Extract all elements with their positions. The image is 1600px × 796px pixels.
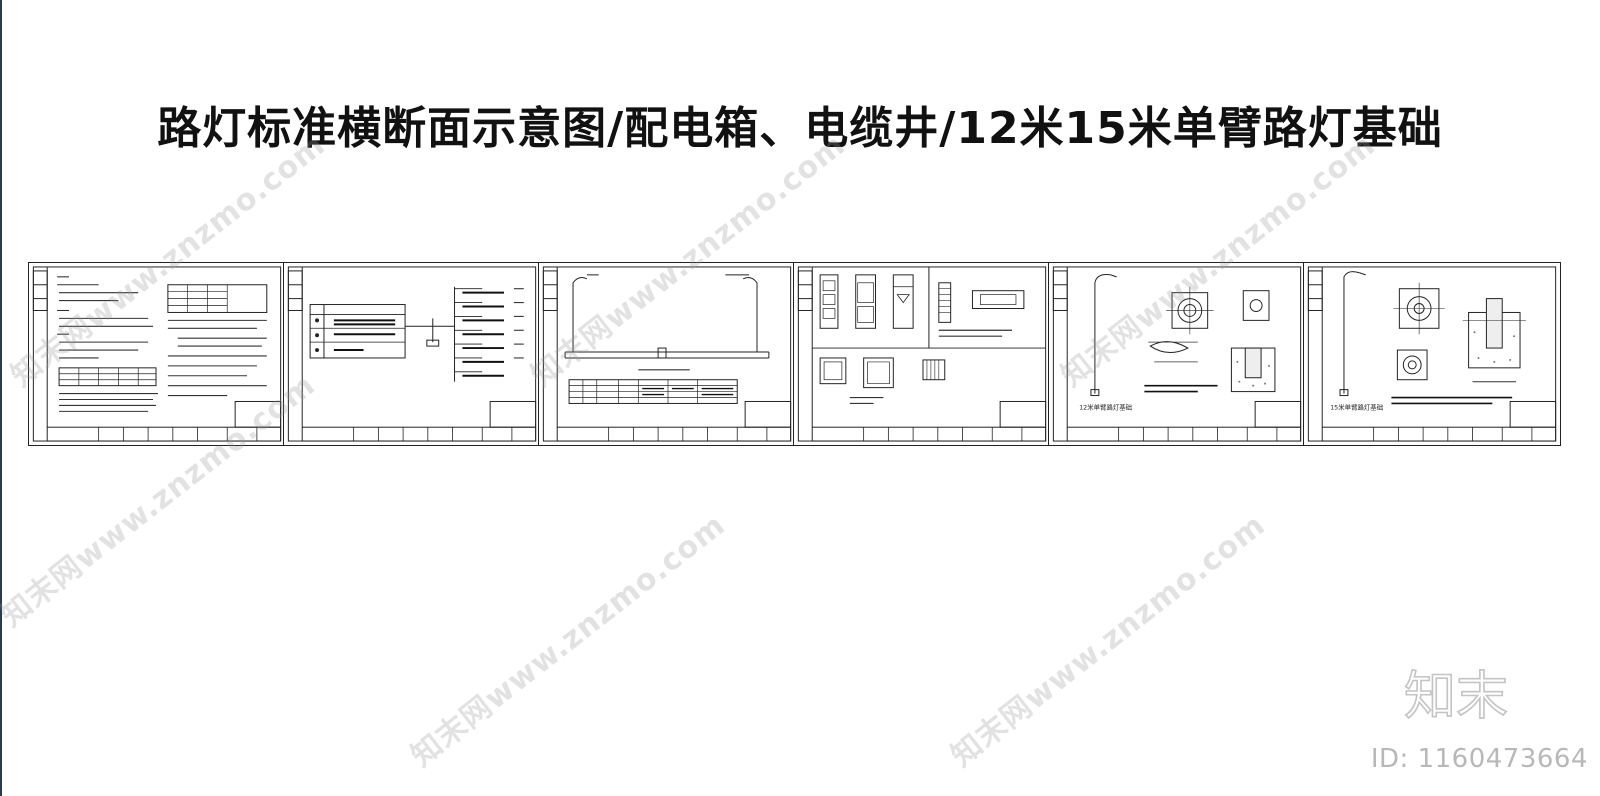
foundation-15m-drawing: 15米单臂路灯基础 (1307, 266, 1557, 442)
brand-logo: 知末 (1404, 666, 1509, 728)
brand-id: ID: 1160473664 (1370, 744, 1588, 774)
drawing-sheet-12m-foundation[interactable]: 12米单臂路灯基础 (1048, 262, 1306, 446)
sheet6-caption: 15米单臂路灯基础 (1330, 402, 1383, 411)
drawing-sheet-distribution-diagram[interactable] (283, 262, 541, 446)
notes-drawing (32, 266, 282, 442)
watermark-text: 知末网www.znzmo.com (404, 507, 733, 774)
drawing-sheet-15m-foundation[interactable]: 15米单臂路灯基础 (1303, 262, 1561, 446)
watermark-text: 知末网www.znzmo.com (944, 507, 1273, 774)
drawing-sheet-distribution-box[interactable] (793, 262, 1051, 446)
distribution-box-drawing (797, 266, 1047, 442)
sheet5-caption: 12米单臂路灯基础 (1079, 402, 1132, 411)
distribution-diagram-drawing (287, 266, 537, 442)
brand-logo-text: 知末 (1404, 667, 1508, 727)
cross-section-drawing (542, 266, 792, 442)
left-edge-bar (0, 0, 2, 796)
page-title: 路灯标准横断面示意图/配电箱、电缆井/12米15米单臂路灯基础 (157, 103, 1443, 154)
drawing-sheets-strip: 12米单臂路灯基础 (28, 262, 1588, 448)
foundation-12m-drawing: 12米单臂路灯基础 (1052, 266, 1302, 442)
drawing-sheet-notes[interactable] (28, 262, 286, 446)
